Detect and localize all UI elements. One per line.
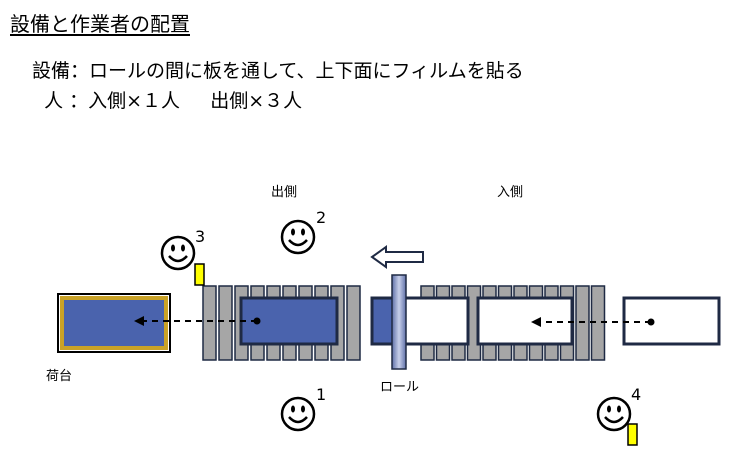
conveyor-roller xyxy=(202,285,217,361)
smiley-face-icon xyxy=(160,235,196,271)
worker-number: 2 xyxy=(316,208,326,227)
roll-label: ロール xyxy=(380,380,419,395)
cart-label: 荷台 xyxy=(46,369,72,384)
flow-start-dot xyxy=(647,318,655,326)
flow-start-dot xyxy=(253,317,261,325)
outlet-label: 出側 xyxy=(271,185,297,200)
equipment-description: 設備：ロールの間に板を通して、上下面にフィルムを貼る xyxy=(32,60,524,82)
worker-description: 人 ：入側×１人 出側×３人 xyxy=(32,90,303,112)
worker-marker xyxy=(627,423,638,446)
worker-number: 1 xyxy=(316,385,326,404)
worker-1: 1 xyxy=(280,385,326,432)
worker-3: 3 xyxy=(160,227,205,286)
worker-number: 4 xyxy=(631,385,641,404)
inlet-board xyxy=(476,296,574,346)
worker-marker xyxy=(194,263,205,286)
board-entering-roll xyxy=(394,296,470,346)
roll xyxy=(391,274,407,370)
worker-4: 4 xyxy=(596,385,641,446)
cart-outer-frame xyxy=(57,293,171,353)
flow-arrowhead-icon xyxy=(134,316,144,326)
flow-arrowhead-icon xyxy=(531,317,541,327)
inlet-label: 入側 xyxy=(497,185,523,200)
conveyor-roller xyxy=(346,285,361,361)
smiley-face-icon xyxy=(280,219,316,255)
flow-direction-arrow-icon xyxy=(370,245,424,269)
worker-number: 3 xyxy=(195,227,205,246)
conveyor-roller xyxy=(218,285,233,361)
outlet-board xyxy=(239,296,339,346)
cart-board xyxy=(60,296,168,350)
page-title: 設備と作業者の配置 xyxy=(10,12,190,36)
smiley-face-icon xyxy=(280,396,316,432)
worker-2: 2 xyxy=(280,208,326,255)
smiley-face-icon xyxy=(596,396,632,432)
